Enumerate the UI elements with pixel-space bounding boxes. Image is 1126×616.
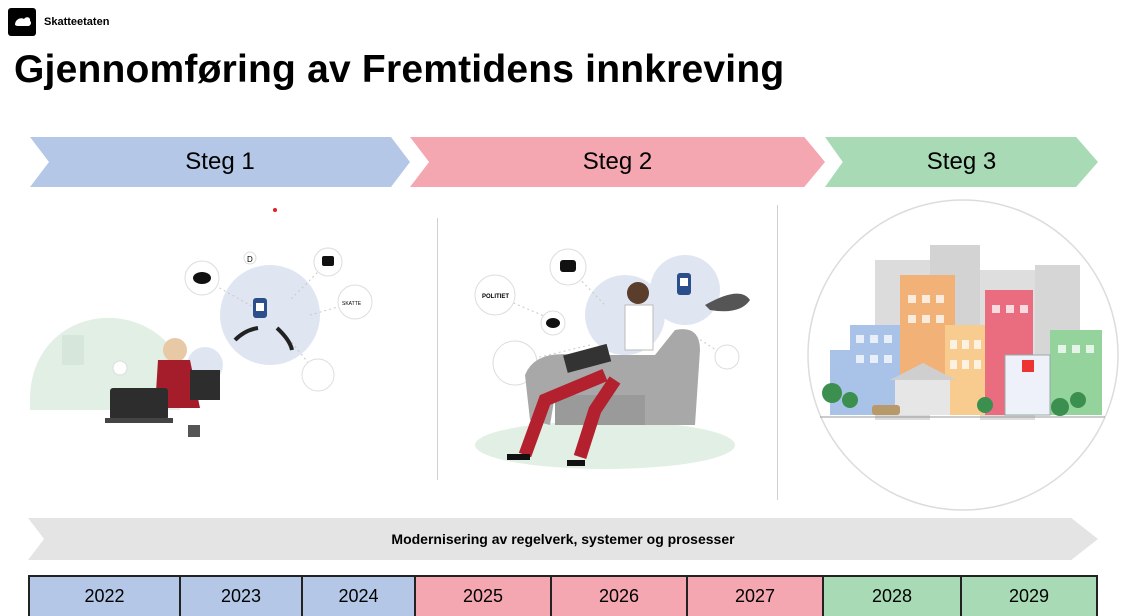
divider-1 <box>437 218 438 480</box>
step-2-chevron: Steg 2 <box>410 137 825 187</box>
skatteetaten-logo-icon <box>8 8 36 36</box>
step-1-illustration: D SKATTE <box>30 208 373 437</box>
bubble-label-politiet: POLITIET <box>482 294 509 300</box>
year-2029: 2029 <box>962 575 1098 616</box>
page-title: Gjennomføring av Fremtidens innkreving <box>14 48 785 91</box>
step-1-label: Steg 1 <box>185 148 255 175</box>
bubble-label-d: D <box>247 255 253 264</box>
step-1-chevron: Steg 1 <box>30 137 410 187</box>
year-timeline: 2022 2023 2024 2025 2026 2027 2028 2029 <box>28 575 1098 616</box>
step-3-illustration <box>807 199 1119 511</box>
year-2022: 2022 <box>28 575 181 616</box>
year-2026: 2026 <box>552 575 688 616</box>
step-2-illustration: POLITIET <box>474 248 750 469</box>
divider-2 <box>777 205 778 500</box>
modernization-label: Modernisering av regelverk, systemer og … <box>391 531 735 547</box>
year-2028: 2028 <box>824 575 962 616</box>
year-2025: 2025 <box>416 575 552 616</box>
brand-name: Skatteetaten <box>44 16 110 28</box>
bubble-label-skatte: SKATTE <box>342 301 362 307</box>
step-3-chevron: Steg 3 <box>825 137 1098 187</box>
year-2027: 2027 <box>688 575 824 616</box>
step-3-label: Steg 3 <box>926 148 997 175</box>
year-2023: 2023 <box>181 575 303 616</box>
modernization-bar: Modernisering av regelverk, systemer og … <box>28 518 1098 560</box>
step-2-label: Steg 2 <box>582 148 653 175</box>
year-2024: 2024 <box>303 575 416 616</box>
brand: Skatteetaten <box>8 8 109 36</box>
